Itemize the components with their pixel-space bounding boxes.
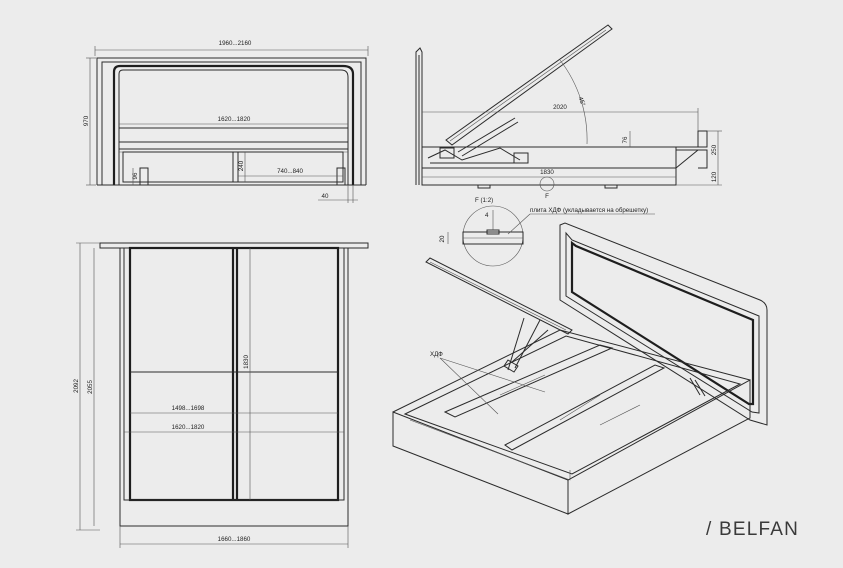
iso-view: ХДФ <box>392 222 768 515</box>
iso-label: ХДФ <box>430 351 443 358</box>
side-frame-length: 1830 <box>540 169 554 176</box>
front-height: 970 <box>83 115 90 126</box>
detail-note: плита ХДФ (укладывается на обрешетку) <box>530 207 648 214</box>
detail-f: F (1:2) 4 20 плита ХДФ (укладывается на … <box>439 197 655 267</box>
front-post-width: 40 <box>322 193 329 200</box>
plan-inner-width: 1620...1820 <box>172 424 205 431</box>
side-angle: 45° <box>577 96 587 108</box>
plan-inner-length: 2055 <box>87 380 94 394</box>
front-rail-span: 740...840 <box>277 168 303 175</box>
side-length: 2020 <box>553 104 567 111</box>
plan-slat-width: 1498...1698 <box>172 405 205 412</box>
svg-text:F: F <box>545 193 549 200</box>
plan-overall-width: 1660...1860 <box>218 536 251 543</box>
front-overall-width: 1960...2160 <box>219 40 252 47</box>
brand-logo: / BELFAN <box>706 519 800 540</box>
plan-overall-length: 2092 <box>73 379 80 393</box>
detail-thickness: 20 <box>439 235 446 242</box>
side-height: 250 <box>711 144 718 155</box>
front-inner-width: 1620...1820 <box>218 116 251 123</box>
front-view: 1960...2160 970 1620...1820 96 240 <box>83 40 369 203</box>
side-base-height: 120 <box>711 171 718 182</box>
plan-view: 2092 2055 1830 1498...1698 1620...1820 1… <box>73 242 369 548</box>
side-view: 45° 2020 76 250 120 1830 F <box>415 24 722 200</box>
detail-title: F (1:2) <box>475 197 493 204</box>
plan-slat-length: 1830 <box>243 355 250 369</box>
detail-gap: 4 <box>485 212 489 219</box>
side-mattress-step: 76 <box>622 136 629 143</box>
front-leg-height: 96 <box>132 172 139 179</box>
front-rail-height: 240 <box>238 160 245 171</box>
